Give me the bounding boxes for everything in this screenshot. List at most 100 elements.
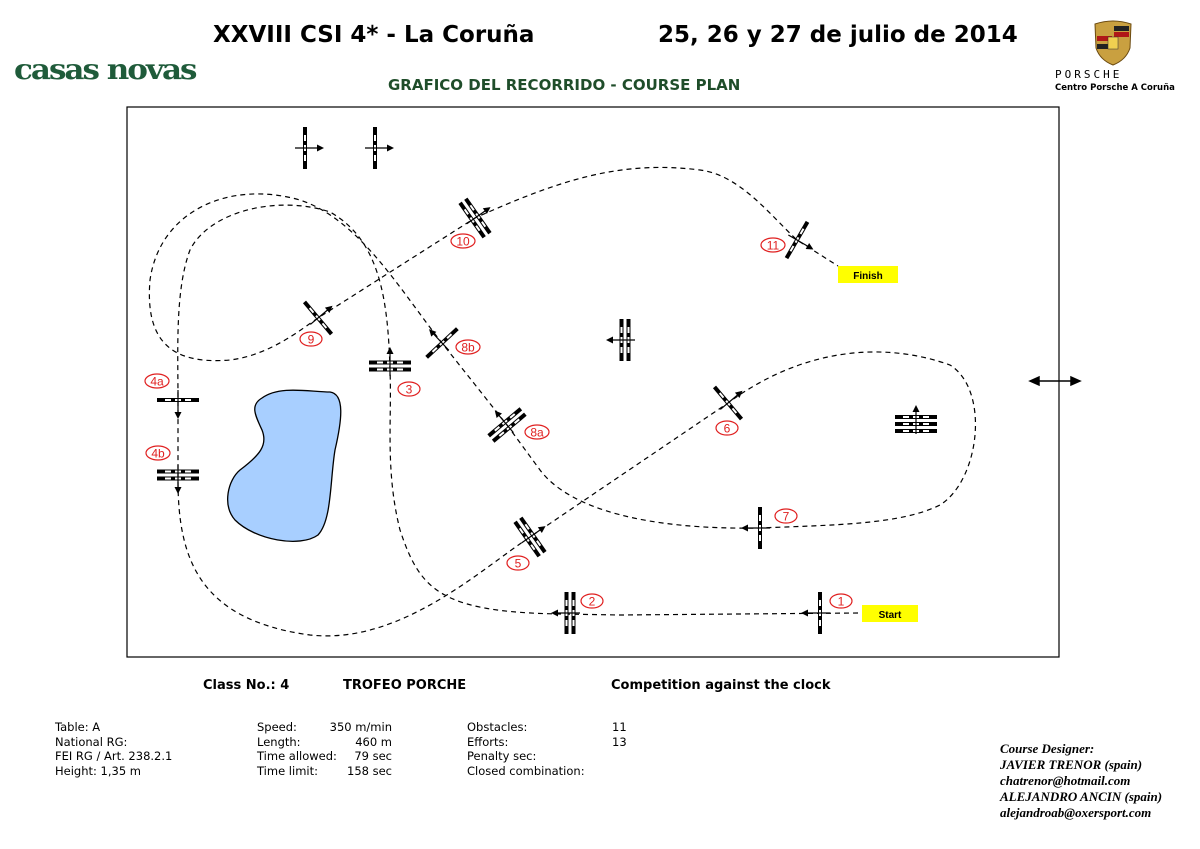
obstacle-number-label: 1 [829, 593, 853, 609]
fence-stripe [397, 368, 403, 371]
event-dates: 25, 26 y 27 de julio de 2014 [658, 22, 1018, 48]
fence-stripe [731, 407, 738, 414]
obstacle-number-label: 8a [524, 424, 550, 440]
svg-text:10: 10 [456, 235, 470, 249]
obstacle-number-label: 5 [506, 555, 530, 571]
fence-stripe [185, 477, 191, 480]
fence-stripe [903, 423, 909, 425]
svg-text:1: 1 [838, 595, 845, 609]
casas-novas-logo: casas novas [14, 53, 198, 87]
efforts-label: Efforts: [467, 734, 509, 749]
svg-text:11: 11 [767, 239, 780, 253]
porsche-wordmark: PORSCHE [1055, 68, 1123, 81]
speed-value: 350 m/min [329, 720, 392, 734]
fence-stripe [463, 208, 469, 215]
svg-text:3: 3 [406, 383, 413, 397]
class-number: Class No.: 4 [203, 678, 290, 693]
speed-label: Speed: [257, 720, 297, 734]
fence-stripe [903, 430, 909, 432]
fence-stripe [509, 413, 516, 419]
fence-stripe [304, 135, 306, 141]
finish-flag: Finish [838, 266, 898, 283]
svg-text:4b: 4b [151, 447, 165, 461]
fence-stripe [475, 225, 481, 232]
direction-arrow-icon [912, 405, 920, 434]
obstacle-number-label: 4a [144, 373, 170, 389]
efforts-value: 13 [612, 734, 627, 749]
obstacle-number-label: 11 [760, 237, 786, 253]
start-flag: Start [862, 605, 918, 622]
fence-stripe [819, 600, 821, 606]
direction-arrow-icon [801, 609, 830, 617]
fence-stripe [185, 399, 191, 401]
fence-stripe [530, 544, 536, 551]
fence-stripe [759, 515, 761, 521]
direction-arrow-icon [365, 144, 394, 152]
fence-stripe [819, 620, 821, 626]
fence-stripe [536, 540, 542, 547]
fence-stripe [524, 523, 530, 530]
fence-stripe [498, 431, 505, 437]
designer-email-1[interactable]: chatrenor@hotmail.com [1000, 773, 1131, 788]
obstacle-number-label: 2 [580, 593, 604, 609]
arena-border [126, 106, 1060, 658]
svg-text:8b: 8b [461, 341, 475, 355]
competition-type: Competition against the clock [611, 678, 831, 693]
designer-name-2: ALEJANDRO ANCIN (spain) [1000, 789, 1163, 804]
direction-arrow-icon [788, 234, 814, 250]
double-arrow-icon [1028, 375, 1082, 387]
obstacle-number-label: 8b [455, 339, 481, 355]
fence-stripe [469, 204, 475, 211]
time-allowed-label: Time allowed: [257, 749, 337, 763]
sponsor-name: Centro Porsche A Coruña [1055, 83, 1175, 93]
fence-stripe [923, 423, 929, 425]
fence-stripe [565, 600, 568, 606]
obstacle-number-label: 7 [774, 508, 798, 524]
fence-stripe [377, 368, 383, 371]
event-title: XXVIII CSI 4* - La Coruña [213, 22, 535, 48]
fence-stripe [431, 347, 438, 353]
national-rg-text: National RG: [55, 734, 128, 749]
obstacle-number-label: 3 [397, 381, 421, 397]
fence-stripe [304, 155, 306, 161]
svg-text:2: 2 [589, 595, 596, 609]
direction-arrow-icon [386, 347, 394, 376]
fence-stripe [374, 135, 376, 141]
fence-stripe [481, 221, 487, 228]
height-text: Height: 1,35 m [55, 763, 142, 778]
course-route [148, 166, 977, 637]
obstacles-label: Obstacles: [467, 720, 528, 734]
fence-stripe [620, 347, 623, 353]
svg-text:5: 5 [515, 557, 522, 571]
fei-rg-text: FEI RG / Art. 238.2.1 [55, 749, 173, 763]
svg-text:Start: Start [879, 610, 902, 621]
obstacle-number-label: 9 [299, 331, 323, 347]
direction-arrow-icon [174, 465, 182, 494]
length-label: Length: [257, 734, 301, 749]
designer-email-2[interactable]: alejandroab@oxersport.com [1000, 805, 1152, 820]
obstacle-number-label: 10 [450, 233, 476, 249]
fence-stripe [572, 620, 575, 626]
direction-arrow-icon [494, 410, 514, 434]
fence-stripe [374, 155, 376, 161]
fence-stripe [627, 327, 630, 333]
fence-stripe [446, 333, 453, 339]
fence-stripe [789, 245, 795, 252]
time-limit-value: 158 sec [347, 763, 392, 778]
table-text: Table: A [55, 720, 101, 734]
svg-text:Finish: Finish [853, 271, 882, 282]
svg-text:9: 9 [308, 333, 315, 347]
fence-stripe [513, 418, 520, 424]
svg-text:8a: 8a [530, 426, 544, 440]
fence-stripe [620, 327, 623, 333]
direction-arrow-icon [295, 144, 324, 152]
fence-stripe [759, 535, 761, 541]
length-value: 460 m [355, 734, 392, 749]
closed-combination-label: Closed combination: [467, 763, 585, 778]
rules-column: Table: A National RG: FEI RG / Art. 238.… [55, 720, 172, 778]
fence-stripe [518, 527, 524, 534]
course-designer: Course Designer: JAVIER TRENOR (spain) c… [1000, 741, 1162, 821]
direction-arrow-icon [606, 336, 635, 344]
fence-stripe [308, 307, 315, 314]
